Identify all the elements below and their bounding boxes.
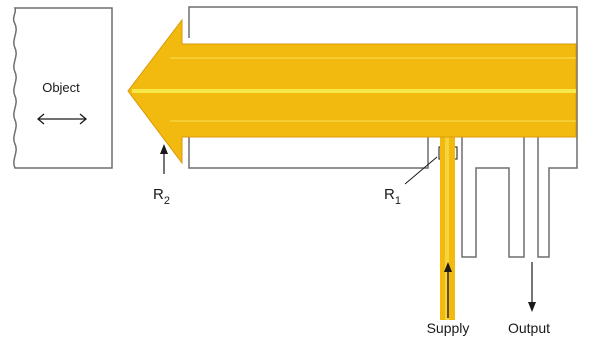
r1-leader-line <box>404 156 438 185</box>
supply-jet-highlight <box>445 135 449 320</box>
sensor-body-outline <box>188 6 578 258</box>
r1-label-main: R <box>384 186 395 203</box>
r1-label: R1 <box>384 186 401 207</box>
r2-label-sub: 2 <box>164 195 170 207</box>
r1-label-sub: 1 <box>395 195 401 207</box>
object-block <box>12 7 113 169</box>
r2-pointer-arrow-icon <box>160 144 168 174</box>
arrow-up-icon <box>444 262 452 318</box>
r2-label: R2 <box>153 186 170 207</box>
double-headed-arrow-icon <box>36 113 88 125</box>
output-label: Output <box>508 320 550 336</box>
r2-label-main: R <box>153 186 164 203</box>
object-label: Object <box>42 80 80 95</box>
supply-label: Supply <box>427 320 470 336</box>
arrow-down-icon <box>528 262 536 312</box>
